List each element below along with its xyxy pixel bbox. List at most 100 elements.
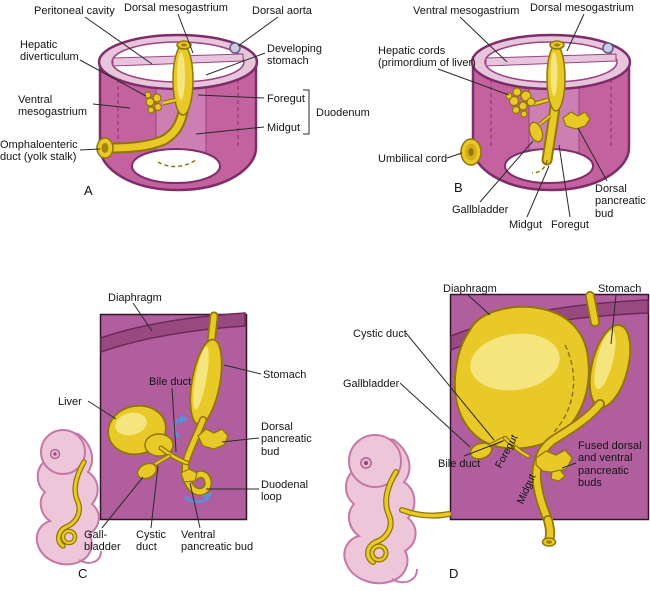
- line-a-hepatic-diverticulum: [79, 59, 147, 97]
- stomach-d: [585, 291, 632, 408]
- label-c-duodenal-loop: Duodenal loop: [261, 479, 309, 504]
- dorsal-aorta-b: [602, 42, 614, 54]
- panel-letter-a: A: [84, 183, 93, 198]
- line-a-ventral-mesogastrium: [92, 103, 131, 109]
- line-c-gallbladder: [101, 476, 144, 529]
- line-a-dorsal-aorta: [237, 16, 279, 47]
- hidden-edge-d: [552, 344, 575, 434]
- line-b-ventral-mesogastrium: [459, 16, 508, 63]
- panel-c-art: [35, 311, 248, 566]
- label-c-cystic-duct: Cystic duct: [136, 529, 166, 554]
- drum-bottom-opening-a: [131, 148, 221, 184]
- panel-d-art: [343, 291, 650, 585]
- label-d-bile-duct: Bile duct: [438, 458, 481, 470]
- label-b-dorsal-pancreatic-bud: Dorsal pancreatic bud: [595, 183, 646, 220]
- line-b-hepatic-cords: [437, 68, 510, 96]
- embryo-tail-d: [391, 568, 418, 584]
- line-c-bile-duct: [171, 387, 177, 453]
- label-c-dorsal-pancreatic-bud: Dorsal pancreatic bud: [261, 421, 312, 458]
- dorsal-pancreatic-bud-c: [197, 428, 229, 450]
- label-d-gallbladder: Gallbladder: [343, 378, 400, 390]
- line-b-midgut: [526, 165, 550, 218]
- label-b-hepatic-cords: Hepatic cords (primordium of liver): [378, 45, 476, 70]
- line-d-fused-pancreatic-buds: [561, 462, 577, 469]
- line-d-cystic-duct: [405, 332, 495, 441]
- label-c-liver: Liver: [58, 396, 82, 408]
- label-a-developing-stomach: Developing stomach: [267, 43, 323, 68]
- umbilical-cord-b: [460, 138, 482, 166]
- label-c-stomach: Stomach: [263, 369, 307, 381]
- dorsal-aorta-a: [229, 42, 241, 54]
- gut-a: [96, 40, 194, 159]
- label-a-foregut: Foregut: [267, 93, 305, 105]
- label-a-dorsal-aorta: Dorsal aorta: [252, 5, 312, 17]
- panel-b-art: [460, 33, 632, 192]
- leader-lines: [79, 13, 617, 529]
- duodenum-c: [181, 416, 213, 496]
- line-d-diaphragm: [467, 294, 491, 316]
- line-a-dorsal-mesogastrium: [177, 13, 194, 54]
- label-a-omphaloenteric-duct: Omphaloenteric duct (yolk stalk): [0, 139, 78, 164]
- liver-c: [107, 404, 174, 457]
- embryo-head-c: [40, 429, 86, 475]
- label-c-ventral-pancreatic-bud: Ventral pancreatic bud: [181, 529, 254, 554]
- embryo-d: [343, 434, 452, 585]
- ventral-pancreatic-bud-c: [180, 468, 198, 483]
- stomach-c: [189, 311, 223, 426]
- line-a-foregut: [197, 94, 265, 99]
- gallbladder-c: [136, 462, 158, 480]
- label-a-midgut: Midgut: [267, 122, 301, 134]
- label-b-foregut: Foregut: [551, 219, 589, 231]
- line-b-umbilical-cord: [446, 152, 463, 159]
- line-c-cystic-duct: [150, 465, 159, 529]
- label-a-peritoneal-cavity: Peritoneal cavity: [34, 5, 115, 17]
- bile-duct-c: [158, 445, 190, 466]
- label-b-ventral-mesogastrium: Ventral mesogastrium: [413, 5, 520, 17]
- label-a-hepatic-diverticulum: Hepatic diverticulum: [20, 39, 79, 64]
- panel-letter-b: B: [454, 180, 463, 195]
- line-d-stomach: [610, 294, 617, 345]
- label-b-dorsal-mesogastrium: Dorsal mesogastrium: [530, 2, 634, 14]
- line-c-dorsal-pancreatic-bud: [221, 437, 260, 443]
- panel-letter-d: D: [449, 566, 459, 581]
- line-d-gallbladder: [399, 382, 471, 448]
- label-b-gallbladder: Gallbladder: [452, 204, 509, 216]
- label-c-bile-duct: Bile duct: [149, 376, 192, 388]
- label-c-gallbladder: Gall-bladder: [84, 529, 121, 554]
- label-a-dorsal-mesogastrium: Dorsal mesogastrium: [124, 2, 228, 14]
- panel-letter-c: C: [78, 566, 88, 581]
- embryo-tail-c: [78, 550, 102, 564]
- hepatic-cords-b: [505, 87, 536, 118]
- gallbladder-b: [528, 121, 544, 143]
- cystic-bile-ducts-d: [486, 435, 531, 459]
- embryo-head-d: [348, 434, 402, 488]
- hepatic-diverticulum-a: [144, 91, 163, 114]
- gut-b: [505, 40, 591, 174]
- line-a-peritoneal-cavity: [84, 16, 153, 65]
- label-a-duodenum: Duodenum: [316, 107, 370, 119]
- line-c-liver: [87, 400, 117, 420]
- dorsal-pancreatic-bud-b: [562, 111, 591, 130]
- line-b-gallbladder: [479, 140, 534, 203]
- line-b-dorsal-mesogastrium: [566, 13, 585, 52]
- line-b-dorsal-pancreatic-bud: [577, 127, 608, 182]
- label-c-diaphragm: Diaphragm: [108, 292, 162, 304]
- label-d-fused-pancreatic-buds: Fused dorsal and ventral pancreatic buds: [578, 440, 642, 490]
- line-c-diaphragm: [132, 302, 153, 332]
- line-a-midgut: [195, 126, 265, 135]
- line-c-stomach: [223, 364, 262, 375]
- panel-a-art: [96, 33, 259, 192]
- label-b-umbilical-cord: Umbilical cord: [378, 153, 448, 165]
- embryo-c: [35, 429, 102, 566]
- line-d-bile-duct: [463, 440, 504, 457]
- label-a-ventral-mesogastrium: Ventral mesogastrium: [18, 94, 88, 119]
- label-b-midgut: Midgut: [509, 219, 543, 231]
- label-d-stomach: Stomach: [598, 283, 642, 295]
- line-a-developing-stomach: [205, 52, 266, 76]
- duodenum-bracket: [303, 89, 310, 135]
- line-a-omphaloenteric-duct: [79, 148, 101, 151]
- label-d-diaphragm: Diaphragm: [443, 283, 497, 295]
- label-d-cystic-duct: Cystic duct: [353, 328, 407, 340]
- line-c-ventral-pancreatic-bud: [189, 482, 201, 529]
